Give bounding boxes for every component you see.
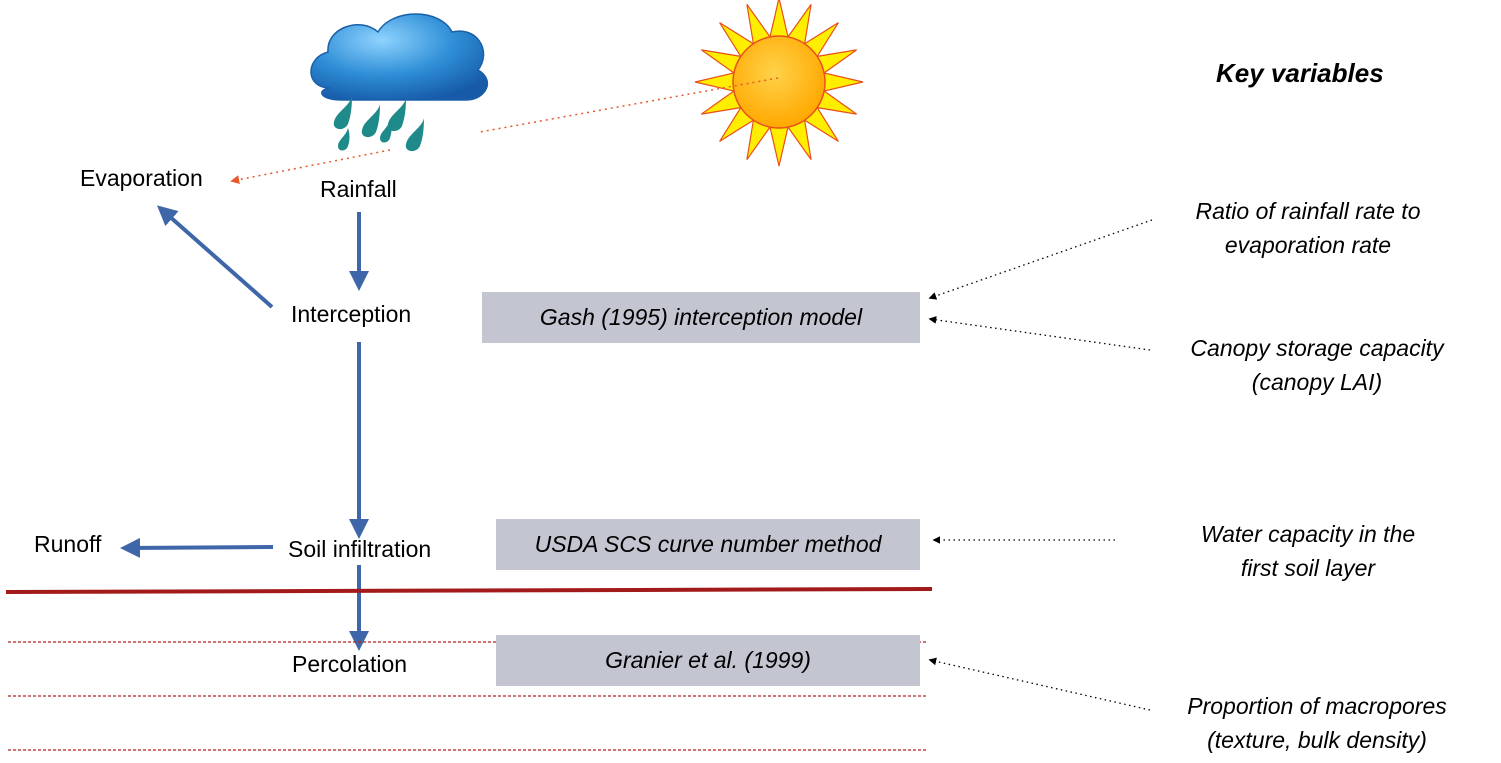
key-variable-line: Water capacity in the (1200, 521, 1416, 547)
granier-model-box: Granier et al. (1999) (496, 635, 920, 686)
key-variable-line: Canopy storage capacity (1190, 335, 1444, 361)
rain-cloud-icon (310, 13, 489, 101)
key-variable-line: Proportion of macropores (1187, 693, 1447, 719)
granier-model-label: Granier et al. (1999) (605, 647, 811, 673)
key-variable-water-capacity: Water capacity in the first soil layer (1158, 517, 1458, 585)
ratio-to-gash-arrow (928, 219, 1153, 300)
percolation-label: Percolation (292, 651, 408, 677)
key-variable-macropores: Proportion of macropores (texture, bulk … (1152, 689, 1482, 757)
key-variable-canopy: Canopy storage capacity (canopy LAI) (1160, 331, 1474, 399)
gash-model-label: Gash (1995) interception model (539, 304, 863, 330)
key-variables-title: Key variables (1216, 58, 1384, 88)
solar-energy-dotted-line (479, 77, 779, 133)
key-variable-ratio: Ratio of rainfall rate to evaporation ra… (1158, 194, 1458, 262)
canopy-to-gash-arrow (928, 316, 1151, 351)
soil-infiltration-label: Soil infiltration (288, 536, 432, 562)
sun-icon (694, 0, 864, 167)
rainfall-label: Rainfall (320, 176, 397, 202)
runoff-label: Runoff (34, 531, 102, 557)
key-variable-line: first soil layer (1240, 555, 1376, 581)
usda-model-label: USDA SCS curve number method (534, 531, 882, 557)
evaporation-label: Evaporation (80, 165, 203, 191)
gash-model-box: Gash (1995) interception model (482, 292, 920, 343)
key-variable-line: evaporation rate (1224, 232, 1392, 258)
interception-to-evaporation-arrow (157, 205, 274, 309)
usda-model-box: USDA SCS curve number method (496, 519, 920, 570)
key-variable-line: (canopy LAI) (1251, 369, 1383, 395)
ground-surface-line (5, 587, 933, 594)
key-variable-line: Ratio of rainfall rate to (1195, 198, 1421, 224)
key-variable-line: (texture, bulk density) (1207, 727, 1427, 753)
raindrops-icon (333, 96, 424, 152)
macropores-to-granier-arrow (928, 657, 1151, 711)
infiltration-to-runoff-arrow (120, 537, 274, 558)
interception-label: Interception (291, 301, 412, 327)
